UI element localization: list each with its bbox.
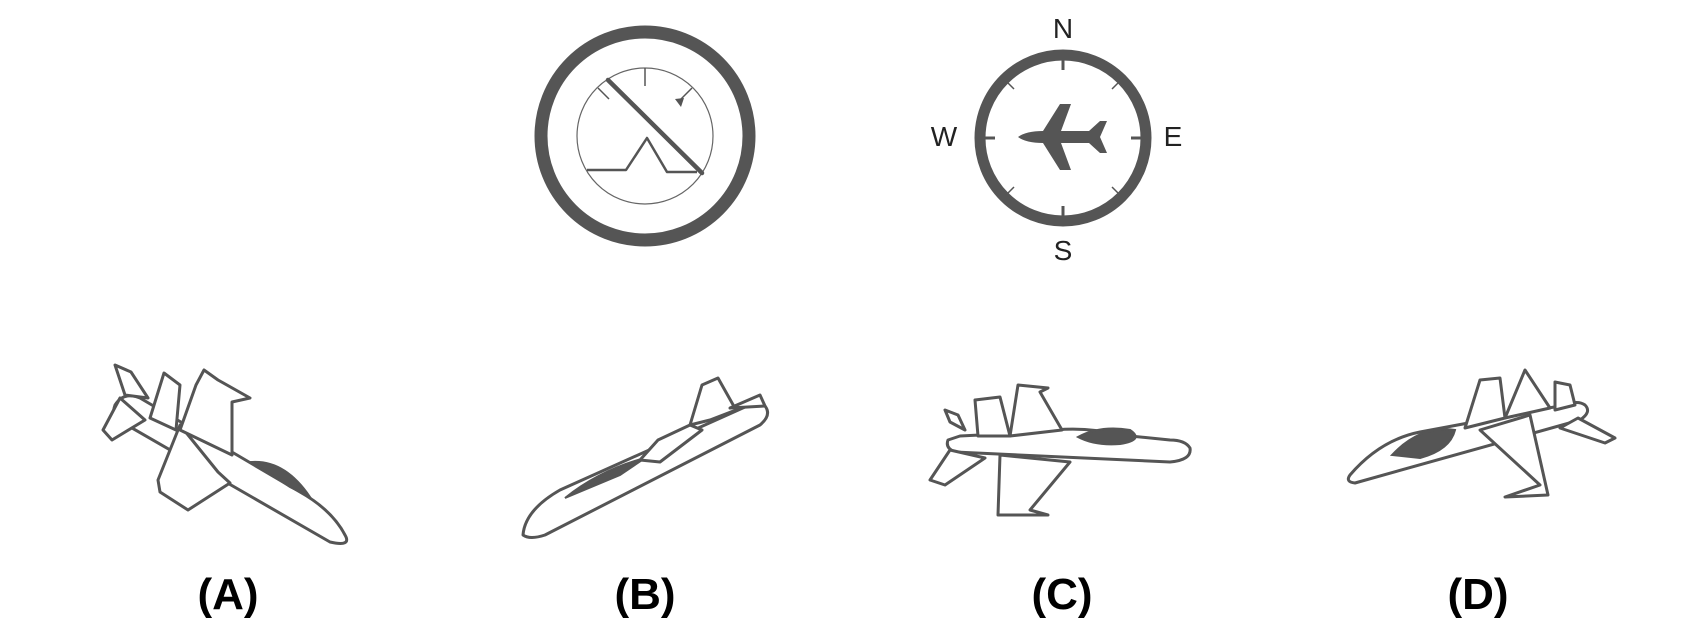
compass-south-label: S bbox=[1054, 235, 1073, 266]
option-label-b: (B) bbox=[614, 570, 675, 619]
compass-east-label: E bbox=[1164, 121, 1183, 152]
option-label-d: (D) bbox=[1447, 570, 1508, 619]
aircraft-option-c[interactable] bbox=[928, 383, 1192, 517]
option-label-c: (C) bbox=[1031, 570, 1092, 619]
aircraft-icon bbox=[1018, 104, 1107, 170]
compass-west-label: W bbox=[931, 121, 958, 152]
compass-north-label: N bbox=[1053, 13, 1073, 44]
heading-indicator-icon: N S E W bbox=[931, 13, 1183, 266]
option-label-a: (A) bbox=[197, 570, 258, 619]
aircraft-option-a[interactable] bbox=[101, 363, 349, 545]
aircraft-option-d[interactable] bbox=[1346, 368, 1617, 499]
attitude-indicator-icon bbox=[534, 25, 756, 247]
aircraft-option-b[interactable] bbox=[521, 376, 770, 539]
